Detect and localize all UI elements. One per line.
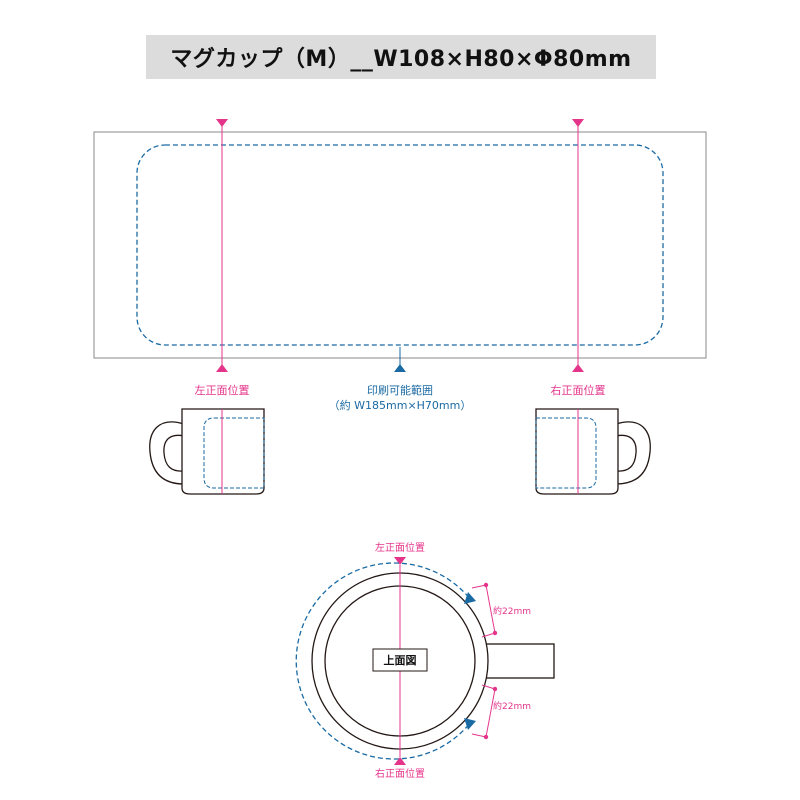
right-front-top-marker [572,119,584,127]
mug-right-body [535,408,619,495]
print-area-center-marker [394,364,406,372]
top-view-print-end-upper [464,592,476,604]
top-view-handle [477,643,555,679]
mug-left-handle-inner [163,434,185,472]
dim-lower-bracket [485,688,496,738]
top-view-print-circle [295,562,470,760]
top-view-label-box [372,648,428,672]
top-view-top-marker [394,557,406,565]
top-view-bottom-marker [394,757,406,765]
left-front-label: 左正面位置 [195,383,250,397]
mug-right-handle-outer [615,421,651,485]
dim-lower-dot-b [483,734,489,740]
right-front-bottom-marker [572,364,584,372]
title-bar: マグカップ（M）__W108×H80×Φ80mm [146,35,656,79]
mug-right-print-area [535,417,597,489]
top-view-print-end-lower [464,718,476,730]
unrolled-surface [93,131,707,359]
mug-top-view: 左正面位置 右正面位置 約22mm 約22mm 上面図 [295,541,555,780]
top-view-label: 上面図 [384,653,417,667]
dim-upper-dot-b [492,630,498,636]
dim-upper-leader-a [471,584,487,589]
mug-left-view [149,408,265,495]
dim-lower-dot-a [492,686,498,692]
dim-upper-leader-b [481,632,496,638]
dim-lower-leader-b [471,733,487,738]
dim-lower-leader-a [481,684,496,690]
dim-lower-label: 約22mm [493,700,531,712]
mug-left-body [181,408,265,495]
dim-upper-label: 約22mm [493,605,531,617]
print-area-size: （約 W185mm×H70mm） [329,398,472,412]
top-view-left-front-label: 左正面位置 [375,541,425,554]
mug-left-handle-outer [149,421,185,485]
mug-left-print-area [203,417,265,489]
left-front-top-marker [216,119,228,127]
mug-right-view [535,408,651,495]
print-area-title: 印刷可能範囲 [367,383,433,397]
left-front-bottom-marker [216,364,228,372]
page-title: マグカップ（M）__W108×H80×Φ80mm [170,47,632,72]
dim-upper-bracket [485,584,496,634]
top-view-right-front-label: 右正面位置 [375,767,425,780]
mug-right-handle-inner [615,434,637,472]
right-front-label: 右正面位置 [551,383,606,397]
print-area-boundary [136,144,664,346]
dim-upper-dot-a [483,582,489,588]
